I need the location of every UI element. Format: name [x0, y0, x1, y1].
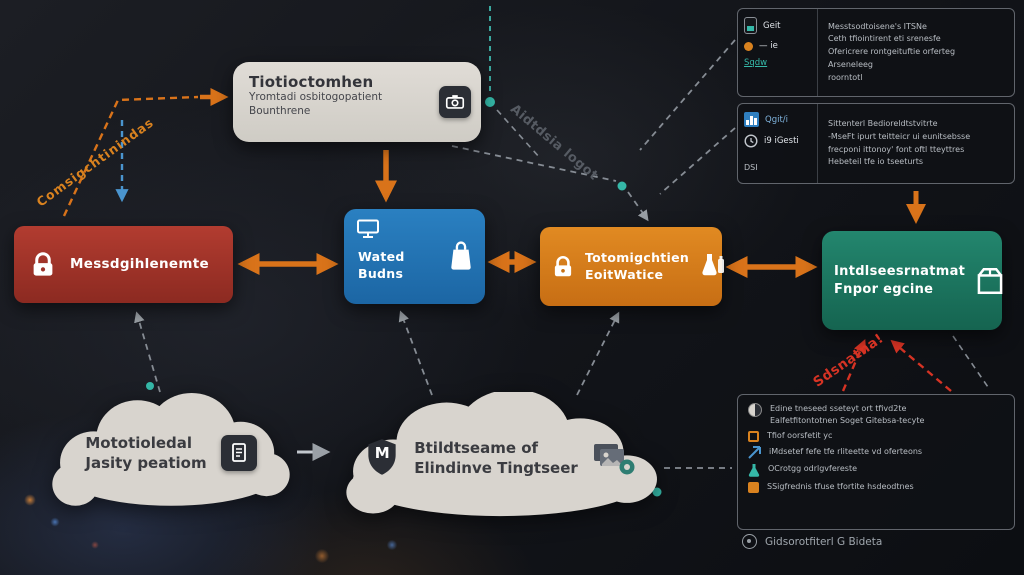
legend-line: Sittenterl Bedioreldtstvitrte [828, 118, 938, 128]
orange-square-icon [748, 431, 759, 443]
shield-letter: M [374, 444, 390, 462]
cloud-center-line2: Elindinve Tingtseer [414, 459, 578, 477]
legend-panel-mid: Qgit/i i9 iGesti DSI Sittenterl Bediorel… [737, 103, 1015, 184]
node-cloud-left: Mototioledal Jasity peatiom [42, 393, 300, 513]
legend-row: Edine tneseed sseteyt ort tfivd2te Ealfe… [748, 403, 1004, 426]
node-red-label: Messdgihlenemte [70, 256, 209, 273]
node-blue: Wated Budns [344, 209, 485, 304]
node-top-line1: Yromtadi osbitogopatient [249, 91, 383, 103]
node-orange: Totomigchtien EoitWatice [540, 227, 725, 306]
clock-icon [744, 134, 758, 148]
node-teal-line2: Fnpor egcine [834, 281, 934, 297]
legend-panel-bottom: Edine tneseed sseteyt ort tfivd2te Ealfe… [737, 394, 1015, 530]
legend-line: Messtsodtoisene's ITSNe [828, 21, 927, 31]
legend-line: SSigfrednis tfuse tfortite hsdeodtnes [767, 482, 914, 492]
annotation-red: Sdsnatna! [810, 330, 887, 391]
legend-line: Arseneleeg [828, 59, 873, 69]
flask-icon [702, 253, 725, 275]
legend-line: iMdsetef fefe tfe rliteette vd oferteons [769, 447, 923, 457]
legend-line: Ealfetfitontotnen Soget Gitebsa-tecyte [770, 415, 925, 425]
camera-icon [439, 86, 471, 118]
shield-icon: M [364, 437, 400, 479]
legend-line: Hebeteil tfe io tseeturts [828, 157, 924, 167]
legend-line: frecponi ittonoy' font oftl tteyttres [828, 144, 965, 154]
node-teal: Intdlseesrnatmat Fnpor egcine [822, 231, 1003, 330]
node-top-process: Tiotioctomhen Yromtadi osbitogopatient B… [233, 62, 481, 142]
cloud-center-text: Btildtseame of Elindinve Tingtseer [414, 438, 578, 479]
yin-yang-icon [748, 403, 762, 417]
legend-icon-label: i9 iGesti [764, 136, 799, 146]
legend-panel-top: Geit — ie Sqdw Messtsodtoisene's ITSNe C… [737, 8, 1015, 97]
node-top-title: Tiotioctomhen [249, 73, 374, 91]
legend-line: roorntotl [828, 72, 863, 82]
node-cloud-center: M Btildtseame of Elindinve Tingtseer [333, 392, 667, 524]
node-teal-line1: Intdlseesrnatmat [834, 263, 966, 279]
legend-footnote: DSI [744, 163, 758, 173]
orange-box-icon [748, 482, 759, 494]
node-red: Messdgihlenemte [14, 226, 233, 303]
globe-icon [742, 534, 757, 549]
blue-arrow-icon [748, 446, 761, 459]
legend-mid-lines: Sittenterl Bedioreldtstvitrte -MseFt ipu… [818, 104, 1014, 183]
legend-top-icons: Geit — ie Sqdw [738, 9, 818, 96]
legend-row: SSigfrednis tfuse tfortite hsdeodtnes [748, 481, 1004, 494]
legend-line: Ofericrere rontgeituftie orferteg [828, 47, 956, 57]
legend-row: OCrotgg odrlgvfereste [748, 463, 1004, 477]
annotation-center: Aidtdsia logot [507, 101, 601, 184]
legend-icon-label: Qgit/i [765, 114, 789, 125]
legend-top-lines: Messtsodtoisene's ITSNe Ceth tfiointiren… [818, 9, 1014, 96]
legend-line: Ceth tfiointirent eti srenesfe [828, 34, 941, 44]
orange-dot-icon [744, 41, 753, 51]
annotation-left: Comsigchtinindas [33, 114, 157, 210]
legend-icon-label: Geit [763, 20, 781, 31]
cloud-center-line1: Btildtseame of [414, 438, 539, 457]
cloud-left-line1: Mototioledal [85, 433, 193, 452]
legend-mid-icons: Qgit/i i9 iGesti DSI [738, 104, 818, 183]
cloud-left-line2: Jasity peatiom [85, 454, 207, 472]
node-orange-line1: Totomigchtien [585, 249, 690, 265]
monitor-icon [357, 219, 379, 238]
footer-text: Gidsorotfiterl G Bideta [765, 535, 883, 548]
photos-gear-icon [593, 444, 635, 475]
node-top-line2: Bounthrene [249, 104, 311, 117]
cloud-shape [346, 392, 657, 517]
legend-line: Edine tneseed sseteyt ort tfivd2te [770, 404, 907, 413]
footer-caption: Gidsorotfiterl G Bideta [742, 534, 882, 549]
cube-icon [977, 267, 1003, 294]
legend-line: -MseFt ipurt teitteicr ui eunitsebsse [828, 131, 971, 141]
chart-icon [744, 112, 759, 127]
legend-line: Tfiof oorsfetit yc [767, 431, 833, 441]
node-orange-line2: EoitWatice [585, 266, 664, 282]
bag-icon [451, 241, 471, 270]
document-icon [220, 435, 257, 471]
legend-row: iMdsetef fefe tfe rliteette vd oferteons [748, 446, 1004, 459]
lock-icon [33, 251, 53, 276]
legend-icon-label: — ie [759, 41, 778, 51]
battery-icon [744, 17, 757, 34]
legend-line: OCrotgg odrlgvfereste [768, 464, 858, 474]
cloud-left-text: Mototioledal Jasity peatiom [85, 433, 206, 474]
legend-row: Tfiof oorsfetit yc [748, 430, 1004, 443]
legend-icon-label: Sqdw [744, 58, 768, 68]
node-blue-line1: Wated [358, 249, 405, 264]
node-blue-line2: Budns [358, 265, 404, 281]
flask-icon [748, 464, 760, 477]
lock-icon [554, 255, 572, 276]
